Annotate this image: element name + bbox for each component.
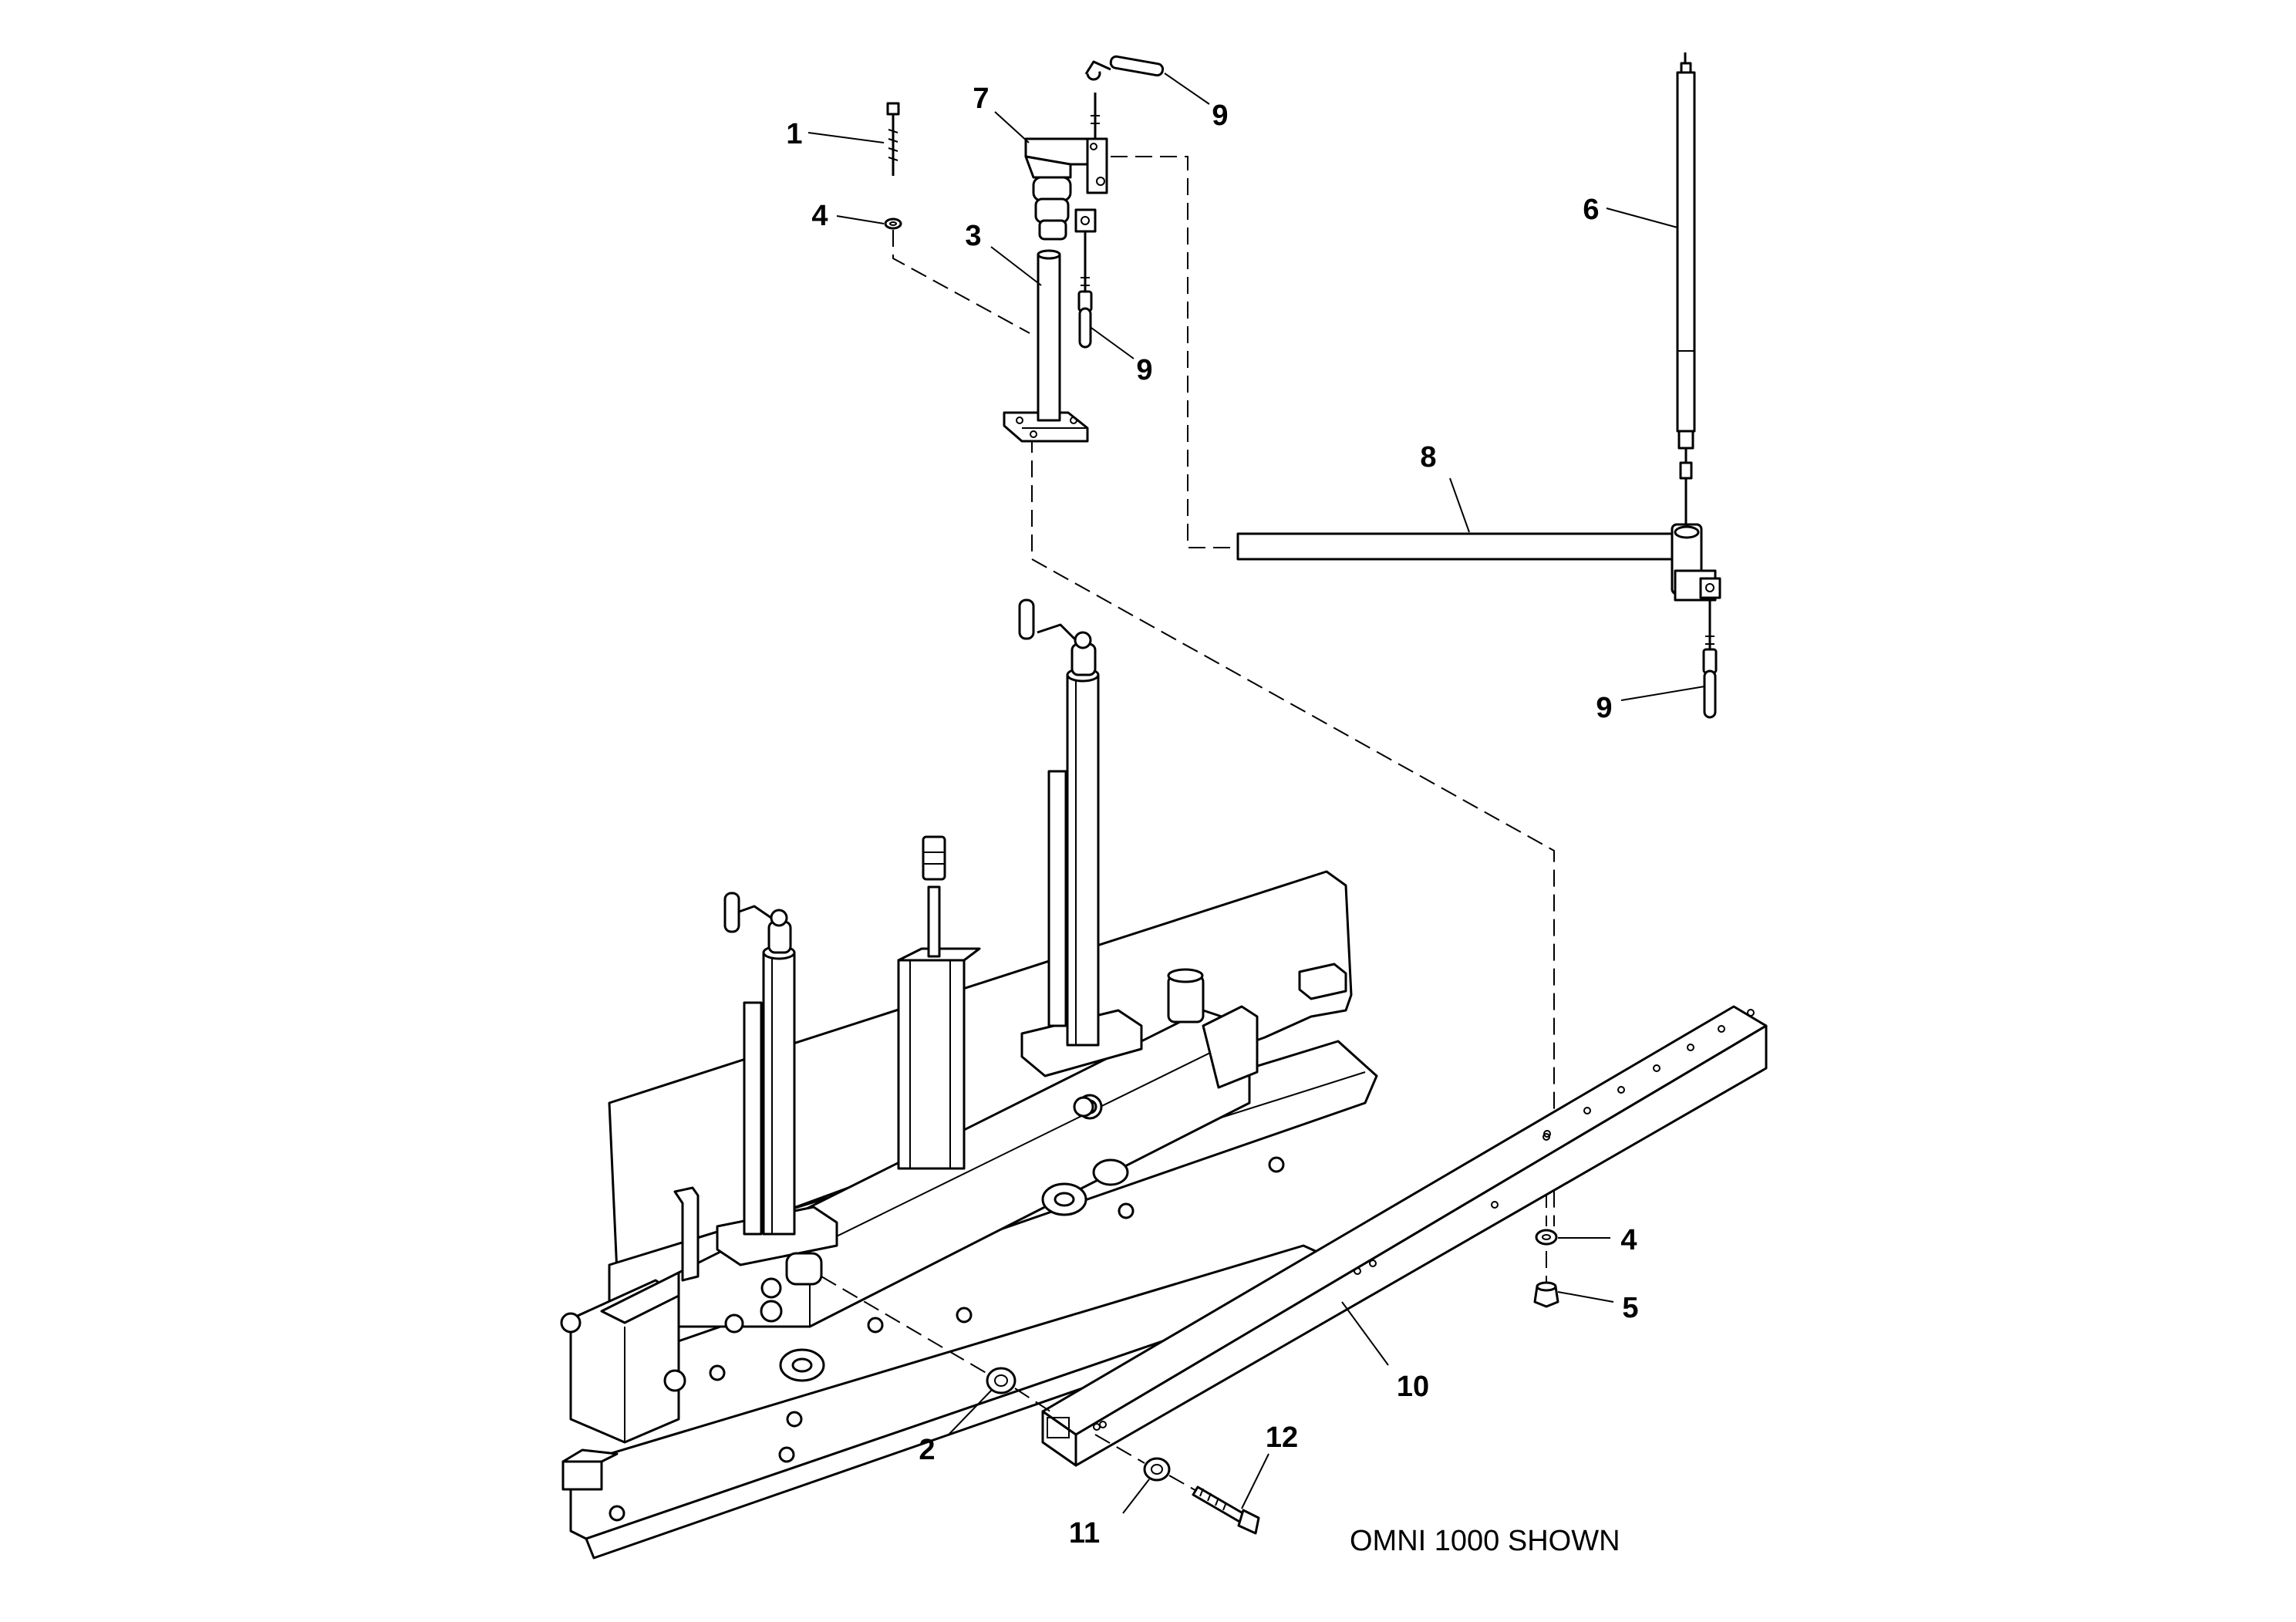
crossbar-part-10 [1041,1005,1768,1467]
jack-post-part-3 [1003,249,1089,443]
callout-4-lower: 4 [1620,1224,1637,1256]
bolt-part-1 [886,102,900,176]
nut-part-5 [1533,1281,1559,1308]
callout-6: 6 [1583,194,1599,226]
leader-lines [807,73,1705,1514]
callout-1: 1 [786,118,802,150]
model-note: OMNI 1000 SHOWN [1350,1525,1620,1557]
handle-part-9-top [1084,55,1165,139]
handle-part-9-right [1702,598,1718,719]
washer-part-4-lower [1535,1229,1558,1246]
arm-part-8 [1236,523,1721,602]
callout-10: 10 [1397,1371,1429,1403]
washer-part-4-upper [884,218,902,230]
assembly-lines [892,156,1555,1282]
callout-8: 8 [1420,441,1436,474]
callout-2: 2 [919,1434,935,1466]
washer-part-11 [1094,1434,1200,1493]
callout-4-upper: 4 [811,200,828,232]
handle-part-9-middle [1077,231,1093,349]
callout-labels: 1 4 3 7 9 9 6 8 9 4 5 10 2 11 12 [786,83,1638,1549]
callout-5: 5 [1622,1292,1638,1324]
callout-7: 7 [973,83,989,115]
callout-9-top: 9 [1212,99,1228,132]
jack-head-part-7 [1024,137,1108,241]
callout-11: 11 [1069,1517,1100,1549]
callout-3: 3 [965,220,981,252]
callout-9-middle: 9 [1136,354,1152,386]
spacer-part-2 [821,1276,1054,1414]
callout-9-right: 9 [1596,692,1612,724]
rod-part-6 [1676,52,1696,526]
callout-12: 12 [1266,1421,1298,1454]
bolt-part-12 [1192,1485,1260,1535]
